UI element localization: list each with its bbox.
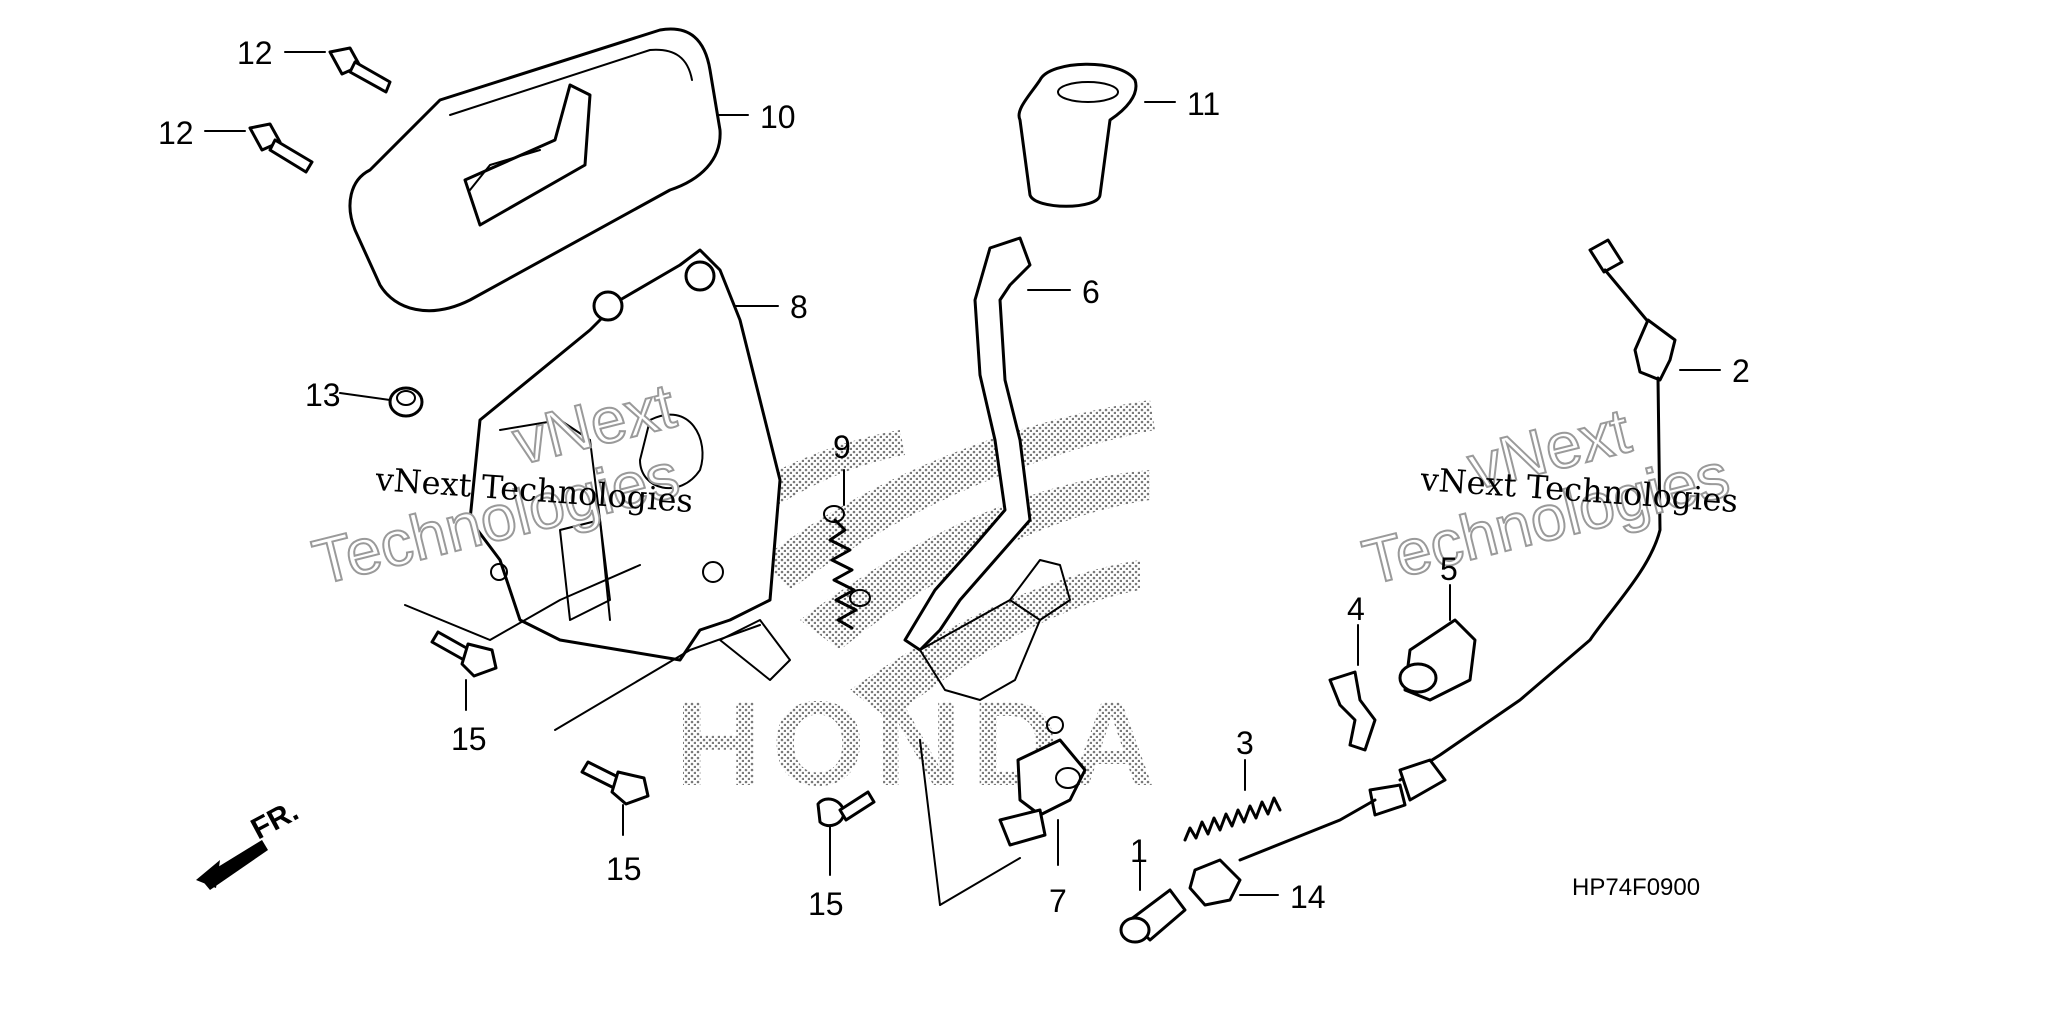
lever-cover-part [348, 27, 722, 313]
callout-12-b: 12 [158, 115, 194, 151]
bolt-pin-part [1119, 888, 1187, 944]
shift-lever-part [903, 236, 1071, 734]
callout-15-c: 15 [808, 886, 844, 922]
flange-nut-part [388, 260, 716, 418]
callout-2: 2 [1732, 353, 1750, 389]
callout-4: 4 [1347, 591, 1365, 627]
leader-lines [204, 51, 1721, 906]
front-direction-arrow: FR. [196, 794, 304, 890]
joint-part [998, 738, 1087, 847]
callout-11: 11 [1187, 86, 1220, 122]
spring-part [1183, 796, 1282, 842]
flange-bolt-15-c [816, 790, 876, 828]
callout-3: 3 [1236, 725, 1254, 761]
flange-bolt-15-a [430, 630, 498, 678]
callout-15-b: 15 [606, 851, 642, 887]
diagram-code: HP74F0900 [1572, 874, 1700, 901]
direction-label: FR. [246, 794, 304, 846]
bracket-part [468, 248, 791, 681]
callout-labels: 12 12 10 13 8 11 6 9 2 5 4 3 15 15 15 7 … [158, 35, 1750, 922]
flange-bolt-12-a [328, 46, 392, 94]
collar-part [1188, 858, 1242, 907]
return-spring-part [823, 505, 871, 630]
bushing-part [1398, 618, 1477, 702]
callout-10: 10 [760, 99, 796, 135]
callout-9: 9 [833, 429, 851, 465]
callout-12-a: 12 [237, 35, 273, 71]
callout-7: 7 [1049, 883, 1067, 919]
flange-bolt-15-b [580, 760, 650, 806]
callout-14: 14 [1290, 879, 1326, 915]
callout-13: 13 [305, 377, 341, 413]
flange-bolt-12-b [248, 122, 314, 174]
shift-cable-part [1238, 238, 1677, 862]
clip-part [1328, 670, 1377, 752]
shift-knob-part [1017, 62, 1138, 208]
callout-8: 8 [790, 289, 808, 325]
callout-6: 6 [1082, 274, 1100, 310]
callout-5: 5 [1440, 551, 1458, 587]
watermark-right: vNext Technologies vNext Technologies [1355, 393, 1739, 599]
callout-1: 1 [1130, 833, 1148, 869]
callout-15-a: 15 [451, 721, 487, 757]
